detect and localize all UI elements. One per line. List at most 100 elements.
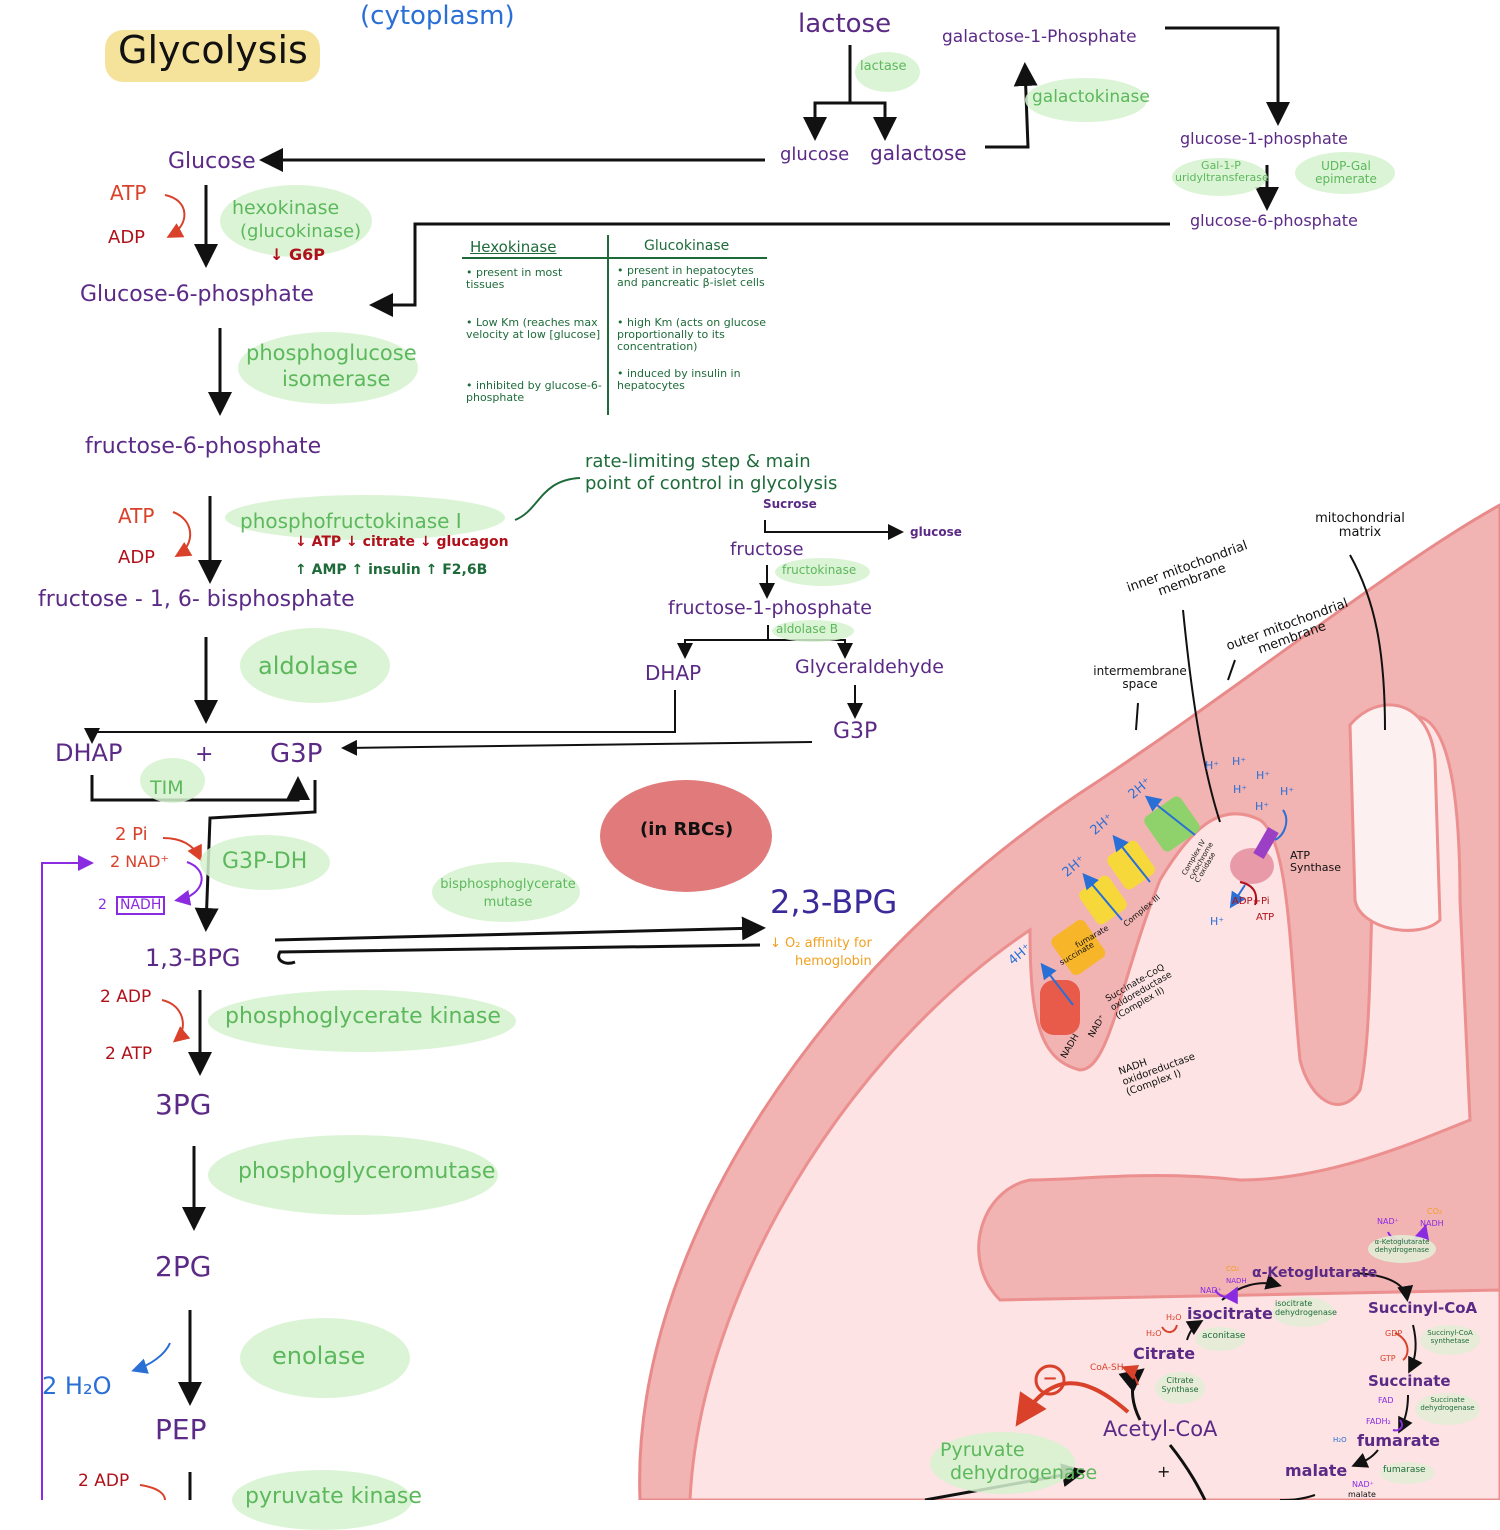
table-cell: • present in hepatocytes and pancreatic … <box>617 264 765 290</box>
enolase: enolase <box>272 1342 366 1370</box>
glyceraldehyde: Glyceraldehyde <box>795 656 944 678</box>
fadh2-label: FADH₂ <box>1366 1417 1391 1426</box>
phosphoglucose-isomerase-2: isomerase <box>282 367 391 391</box>
table-cell: • induced by insulin in hepatocytes <box>617 367 741 393</box>
matrix-label: mitochondrial matrix <box>1315 511 1405 541</box>
kinase-comparison-table: Hexokinase Glucokinase • present in most… <box>462 235 772 415</box>
intermembrane-space-label: intermembrane space <box>1093 664 1187 692</box>
pyruvate-dehydrogenase: Pyruvate <box>940 1439 1025 1461</box>
phosphofructokinase: phosphofructokinase I <box>240 509 462 533</box>
fructose-1-6-bisphosphate: fructose - 1, 6- bisphosphate <box>38 587 355 612</box>
aldolase-b: aldolase B <box>776 622 839 636</box>
table-cell: • present in most tissues <box>466 266 563 292</box>
co2-label: CO₂ <box>1427 1207 1443 1216</box>
proton-label: H⁺ <box>1233 783 1248 796</box>
co2-label: CO₂ <box>1226 1265 1240 1273</box>
nad-label: NAD⁺ <box>1377 1217 1399 1226</box>
water-label: H₂O <box>1166 1313 1182 1322</box>
adp-pi-label: ADP+Pi <box>1232 896 1270 907</box>
atp-synthase-label: ATP Synthase <box>1290 849 1341 875</box>
aconitase: aconitase <box>1202 1331 1246 1341</box>
fructose-1-phosphate: fructose-1-phosphate <box>668 597 872 619</box>
proton-label: H⁺ <box>1210 915 1225 928</box>
malate-dehydrogenase: malate <box>1348 1490 1376 1499</box>
1-3-bpg: 1,3-BPG <box>145 944 241 972</box>
nadh-label: NADH <box>1226 1277 1247 1285</box>
adp-label: 2 ADP <box>100 987 152 1007</box>
location-label: (cytoplasm) <box>360 1 515 31</box>
adp-label: ADP <box>108 227 146 248</box>
atp-label: ATP <box>118 504 155 528</box>
succinyl-coa: Succinyl-CoA <box>1368 1299 1478 1317</box>
atp-label: 2 ATP <box>105 1044 153 1064</box>
akg-dehydrogenase: α-Ketoglutarate dehydrogenase <box>1374 1238 1430 1254</box>
adp-label: 2 ADP <box>78 1471 130 1491</box>
malate: malate <box>1285 1461 1348 1480</box>
table-cell: • inhibited by glucose-6-phosphate <box>466 379 602 405</box>
table-cell: • high Km (acts on glucose proportionall… <box>617 316 766 354</box>
galactose-1-phosphate: galactose-1-Phosphate <box>942 27 1137 47</box>
rate-limiting-note: rate-limiting step & main <box>585 451 811 472</box>
glucose-6-phosphate: Glucose-6-phosphate <box>80 282 314 307</box>
bpg-mutase-2: mutase <box>483 895 533 910</box>
table-cell: • Low Km (reaches max velocity at low [g… <box>466 316 601 342</box>
glucose: Glucose <box>168 149 256 174</box>
proton-label: H⁺ <box>1205 759 1220 772</box>
phosphoglucose-isomerase: phosphoglucose <box>246 341 417 365</box>
nad-label: NAD⁺ <box>1352 1480 1374 1489</box>
fructose: fructose <box>730 539 804 560</box>
pfk-activators: ↑ AMP ↑ insulin ↑ F2,6B <box>295 562 488 578</box>
glucose-1-phosphate: glucose-1-phosphate <box>1180 129 1348 148</box>
gdp-label: GDP <box>1385 1329 1403 1338</box>
fumarase: fumarase <box>1383 1465 1426 1475</box>
title-highlight <box>105 30 320 82</box>
gtp-label: GTP <box>1380 1354 1396 1363</box>
glucokinase: (glucokinase) <box>240 221 362 242</box>
plus-sign: + <box>195 742 214 767</box>
tim: TIM <box>150 777 184 799</box>
coa-sh-label: CoA-SH <box>1090 1363 1124 1373</box>
water-label: H₂O <box>1146 1329 1162 1338</box>
citrate-synthase: Citrate Synthase <box>1161 1376 1199 1394</box>
pep: PEP <box>155 1413 207 1446</box>
3pg: 3PG <box>155 1088 212 1121</box>
plus-sign: + <box>1157 1462 1171 1481</box>
g6p-inhibition: ↓ G6P <box>270 245 325 264</box>
nadh-label: NADH <box>1420 1219 1444 1228</box>
dhap-fructose: DHAP <box>645 661 702 685</box>
page-title: Glycolysis <box>118 28 308 72</box>
2pg: 2PG <box>155 1250 212 1283</box>
adp-label: ADP <box>118 547 156 568</box>
pyruvate-dehydrogenase-2: dehydrogenase <box>950 1462 1098 1484</box>
phosphoglycerate-kinase: phosphoglycerate kinase <box>225 1004 501 1029</box>
atp-synthase <box>1230 848 1274 884</box>
proton-label: H⁺ <box>1232 755 1247 768</box>
aldolase: aldolase <box>258 652 358 680</box>
glucose-from-lactose: glucose <box>780 144 850 165</box>
isocitrate: isocitrate <box>1187 1304 1273 1323</box>
hexokinase: hexokinase <box>232 197 340 219</box>
g3p-fructose: G3P <box>833 719 878 744</box>
nadh-count: 2 <box>98 897 107 913</box>
lactose: lactose <box>798 9 892 39</box>
glucose-6-phosphate-galactose: glucose-6-phosphate <box>1190 211 1358 230</box>
phosphoglyceromutase: phosphoglyceromutase <box>238 1159 496 1184</box>
nad-label: NAD⁺ <box>1200 1286 1222 1295</box>
atp-label: ATP <box>110 181 147 205</box>
water-label: H₂O <box>1333 1436 1347 1444</box>
succinyl-coa-synthetase: Succinyl-CoA synthetase <box>1427 1329 1473 1345</box>
proton-label: H⁺ <box>1256 769 1271 782</box>
fumarate: fumarate <box>1357 1431 1441 1450</box>
rbc-label: (in RBCs) <box>640 819 734 840</box>
dhap: DHAP <box>55 739 123 767</box>
fructokinase: fructokinase <box>782 563 857 577</box>
fad-label: FAD <box>1378 1396 1394 1405</box>
o2-affinity-note: ↓ O₂ affinity for <box>770 936 872 951</box>
pyruvate-kinase: pyruvate kinase <box>245 1484 422 1509</box>
succinate-dehydrogenase: Succinate dehydrogenase <box>1420 1396 1475 1412</box>
acetyl-coa: Acetyl-CoA <box>1103 1417 1218 1441</box>
succinate: Succinate <box>1368 1372 1451 1390</box>
table-header-glucokinase: Glucokinase <box>644 238 730 254</box>
alpha-ketoglutarate: α-Ketoglutarate <box>1252 1265 1378 1281</box>
sucrose: Sucrose <box>763 497 817 511</box>
